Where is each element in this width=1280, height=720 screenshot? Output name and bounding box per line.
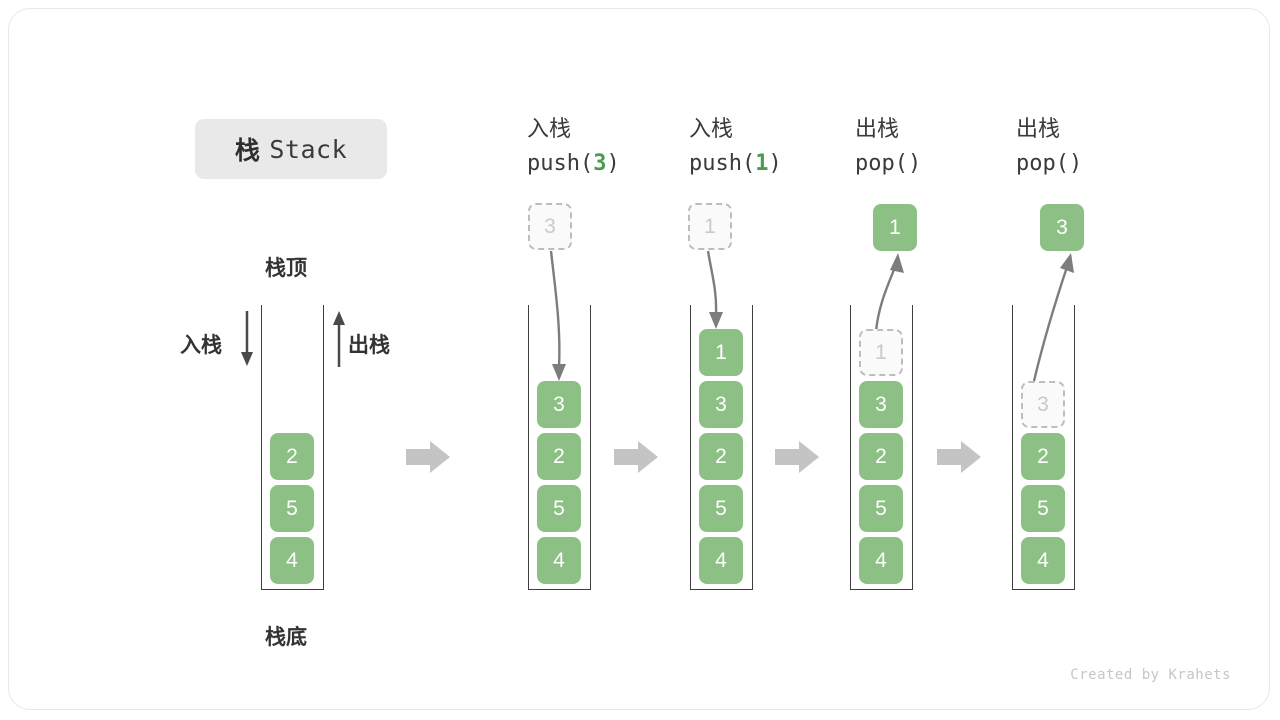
push-direction-arrow xyxy=(241,311,253,366)
stack-cell: 2 xyxy=(270,433,314,480)
stack-floor xyxy=(850,589,913,590)
stack-cell: 3 xyxy=(859,381,903,428)
stack-cell: 2 xyxy=(859,433,903,480)
op-heading-pop-3: 出栈 pop() xyxy=(1016,113,1186,181)
op-code-suffix: ) xyxy=(606,151,620,176)
stack-cell: 5 xyxy=(859,485,903,532)
stack-wall-left xyxy=(261,305,262,590)
push-1-motion-arrow xyxy=(706,250,723,329)
stack-wall-right xyxy=(912,305,913,590)
footer-credit: Created by Krahets xyxy=(1070,667,1231,683)
step-arrow-icon xyxy=(406,441,450,473)
stack-column-pop-1: 1 3 2 5 4 xyxy=(850,305,913,590)
op-heading-cn: 出栈 xyxy=(1016,117,1061,142)
stack-cell-ghost: 3 xyxy=(1021,381,1065,428)
op-heading-code: push(1) xyxy=(689,147,859,181)
op-heading-cn: 入栈 xyxy=(527,117,572,142)
stack-floor xyxy=(528,589,591,590)
op-heading-push-1: 入栈 push(1) xyxy=(689,113,859,181)
op-heading-cn: 出栈 xyxy=(855,117,900,142)
op-code-prefix: push( xyxy=(689,151,756,176)
floating-element-pop-3: 3 xyxy=(1040,204,1084,251)
stack-top-label: 栈顶 xyxy=(265,257,307,280)
stack-column-pop-3: 3 2 5 4 xyxy=(1012,305,1075,590)
op-heading-code: pop() xyxy=(1016,147,1186,181)
pop-3-motion-arrow xyxy=(1032,253,1074,382)
stack-cell: 4 xyxy=(1021,537,1065,584)
title-en: Stack xyxy=(269,134,348,164)
stack-bottom-label: 栈底 xyxy=(265,626,307,649)
pop-1-motion-arrow xyxy=(874,253,904,332)
op-heading-code: push(3) xyxy=(527,147,697,181)
pop-side-label: 出栈 xyxy=(348,334,390,357)
stack-wall-left xyxy=(528,305,529,590)
stack-wall-left xyxy=(850,305,851,590)
op-code-suffix: ) xyxy=(768,151,782,176)
op-code-arg: 1 xyxy=(755,151,769,176)
title-cn: 栈 xyxy=(234,137,261,165)
op-heading-cn: 入栈 xyxy=(689,117,734,142)
floating-element-push-3: 3 xyxy=(528,203,572,250)
floating-element-push-1: 1 xyxy=(688,203,732,250)
op-code-prefix: pop( xyxy=(1016,151,1069,176)
floating-element-pop-1: 1 xyxy=(873,204,917,251)
stack-floor xyxy=(1012,589,1075,590)
stack-cell: 1 xyxy=(699,329,743,376)
stack-wall-right xyxy=(1074,305,1075,590)
diagram-card: 栈 Stack 栈顶 栈底 入栈 出栈 入栈 push(3) 入栈 push(1… xyxy=(8,8,1270,710)
stack-wall-left xyxy=(1012,305,1013,590)
stack-wall-right xyxy=(590,305,591,590)
pop-direction-arrow xyxy=(333,311,345,367)
stack-cell: 3 xyxy=(537,381,581,428)
op-code-suffix: ) xyxy=(1068,151,1083,176)
op-code-prefix: push( xyxy=(527,151,594,176)
op-heading-push-3: 入栈 push(3) xyxy=(527,113,697,181)
stack-cell-ghost: 1 xyxy=(859,329,903,376)
stack-cell: 5 xyxy=(270,485,314,532)
stack-cell: 2 xyxy=(537,433,581,480)
op-code-arg: 3 xyxy=(593,151,607,176)
step-arrow-icon xyxy=(614,441,658,473)
stack-wall-right xyxy=(323,305,324,590)
stack-column-push-3: 3 2 5 4 xyxy=(528,305,591,590)
stack-cell: 3 xyxy=(699,381,743,428)
stack-column-initial: 2 5 4 xyxy=(261,305,324,590)
stack-cell: 4 xyxy=(859,537,903,584)
stack-floor xyxy=(261,589,324,590)
stack-cell: 4 xyxy=(270,537,314,584)
stack-cell: 4 xyxy=(699,537,743,584)
stack-column-push-1: 1 3 2 5 4 xyxy=(690,305,753,590)
title-badge: 栈 Stack xyxy=(195,119,387,179)
stack-cell: 5 xyxy=(537,485,581,532)
op-heading-code: pop() xyxy=(855,147,1025,181)
push-3-motion-arrow xyxy=(549,250,566,381)
stack-cell: 5 xyxy=(699,485,743,532)
stack-cell: 2 xyxy=(1021,433,1065,480)
op-code-prefix: pop( xyxy=(855,151,908,176)
step-arrow-icon xyxy=(775,441,819,473)
stack-floor xyxy=(690,589,753,590)
stack-wall-right xyxy=(752,305,753,590)
op-code-suffix: ) xyxy=(907,151,922,176)
stack-wall-left xyxy=(690,305,691,590)
op-heading-pop-1: 出栈 pop() xyxy=(855,113,1025,181)
push-side-label: 入栈 xyxy=(180,334,222,357)
step-arrow-icon xyxy=(937,441,981,473)
stack-cell: 4 xyxy=(537,537,581,584)
stack-cell: 5 xyxy=(1021,485,1065,532)
stack-cell: 2 xyxy=(699,433,743,480)
